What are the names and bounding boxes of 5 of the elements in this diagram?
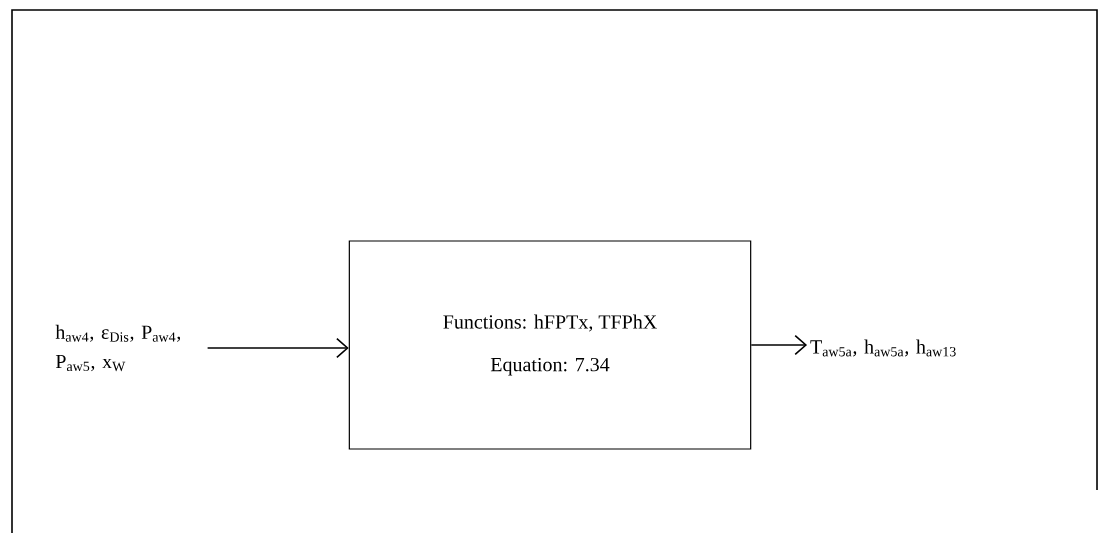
variable-list: T$_{aw5a}$, h$_{aw5a}$, h$_{aw13}$ bbox=[810, 339, 956, 357]
variable-list: h$_{aw4}$, ε$_{Dis}$, P$_{aw4}$, P$_{aw5}$, x$_{W}$ bbox=[55, 324, 181, 372]
arrow bbox=[206, 337, 349, 359]
arrow bbox=[750, 334, 808, 356]
process-box: Functions: hFPTx, TFPhX Equation: 7.34 bbox=[348, 240, 752, 450]
